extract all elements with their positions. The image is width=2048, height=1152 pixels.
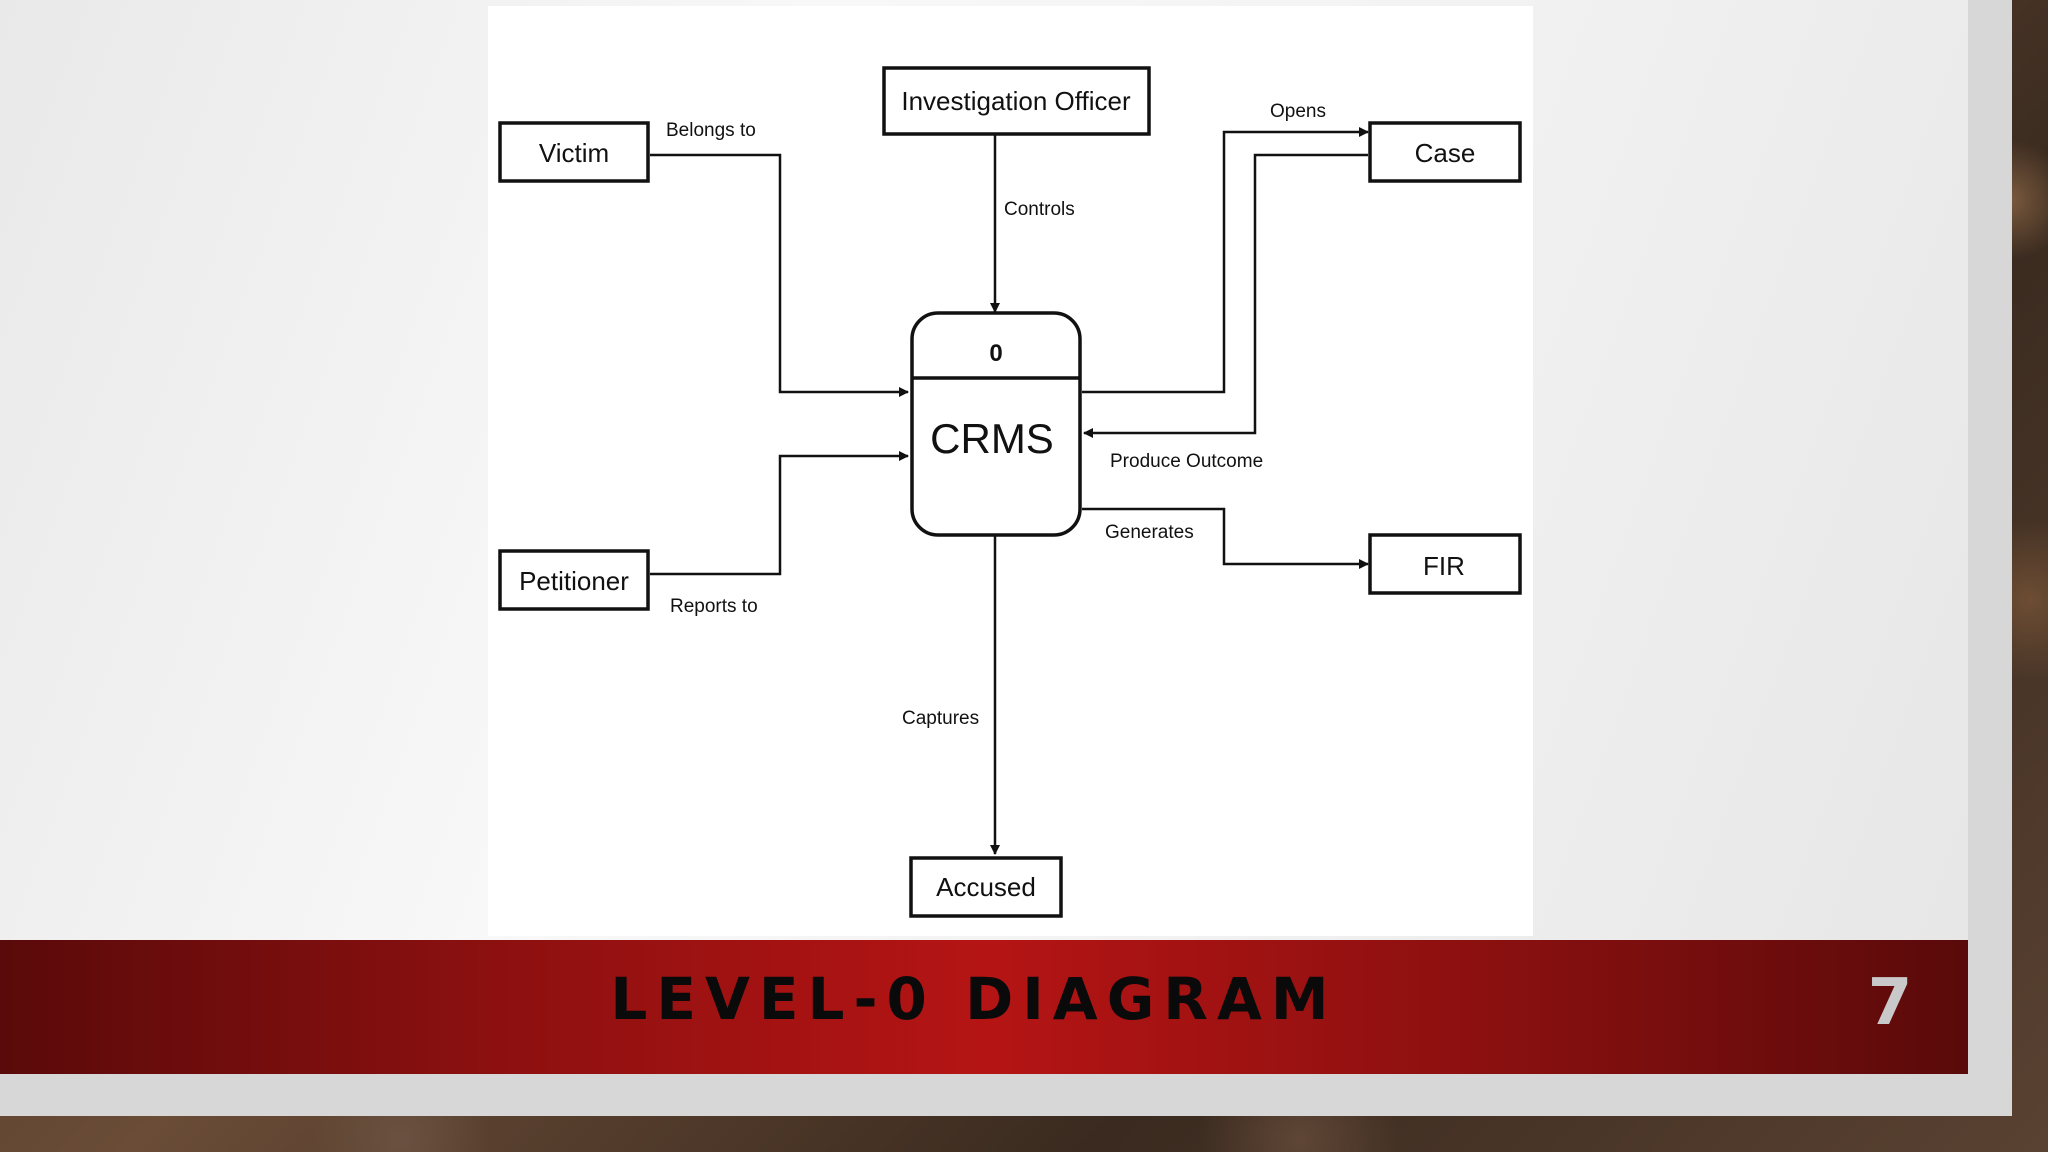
title-band [0,940,1968,1074]
entity-victim [498,121,650,183]
diagram-image: 0 CRMS Victim Investigation Officer Case… [488,6,1533,936]
entity-fir-label: FIR [1423,551,1465,581]
data-flow-diagram: 0 CRMS Victim Investigation Officer Case… [498,66,1522,918]
process-name: CRMS [930,415,1054,462]
entity-case-label: Case [1415,138,1476,168]
flow-label-generates: Generates [1105,522,1194,543]
process-crms [910,311,1082,537]
flow-label-produce-outcome: Produce Outcome [1110,451,1263,472]
entity-petitioner [498,549,650,611]
entity-case [1368,121,1522,183]
entity-accused-label: Accused [936,872,1036,902]
flow-crms-to-fir [1082,507,1369,569]
flow-label-captures: Captures [902,708,979,729]
flow-label-controls: Controls [1004,199,1075,220]
process-id: 0 [989,340,1002,367]
slide-title: LEVEL-0 DIAGRAM [610,965,1338,1033]
entity-investigation-officer [882,66,1151,136]
entity-petitioner-label: Petitioner [519,566,629,596]
flow-crms-to-case [1082,127,1369,394]
slide: 0 CRMS Victim Investigation Officer Case… [0,0,1968,1074]
entity-accused [909,856,1063,918]
entity-investigation-officer-label: Investigation Officer [901,86,1131,116]
flow-case-to-crms [1083,153,1368,438]
flow-petitioner-to-crms [650,451,909,576]
flow-label-reports-to: Reports to [670,596,758,617]
flow-victim-to-crms [650,153,909,397]
slide-number: 7 [1867,966,1913,1040]
flow-label-belongs-to: Belongs to [666,120,756,141]
entity-fir [1368,533,1522,595]
entity-victim-label: Victim [539,138,609,168]
flow-label-opens: Opens [1270,101,1326,122]
